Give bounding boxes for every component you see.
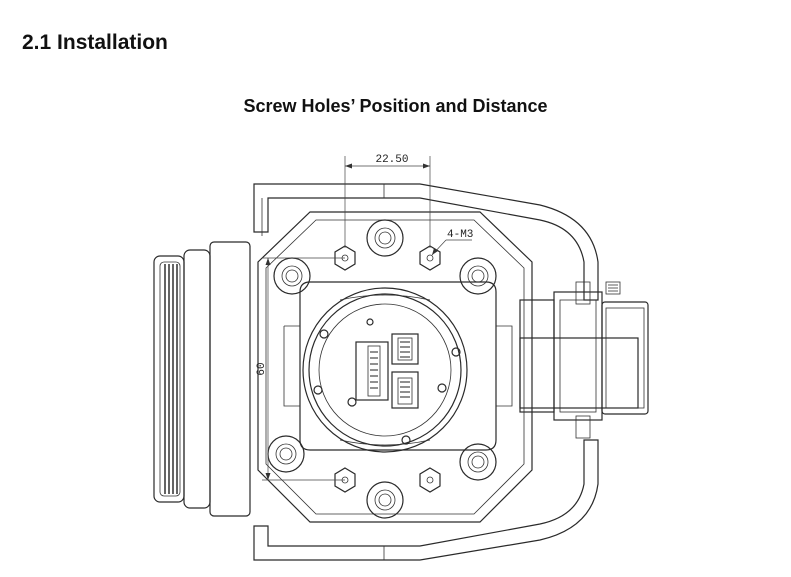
boss-top-right — [459, 257, 497, 295]
mounting-plate — [257, 211, 533, 523]
lens-barrel — [153, 241, 251, 517]
figure-title: Screw Holes’ Position and Distance — [243, 96, 548, 116]
hex-hole-bottom-right — [419, 467, 441, 493]
dimension-22-50-label: 22.50 — [375, 154, 408, 166]
dimension-60-label: 60 — [256, 362, 268, 375]
mounting-bosses — [267, 219, 497, 519]
m3-screw-holes — [334, 245, 441, 493]
lower-arm — [253, 439, 599, 561]
central-ring — [302, 287, 468, 453]
hole-callout: 4-M3 — [431, 229, 473, 256]
boss-bottom-left — [267, 435, 305, 473]
hex-hole-top-right — [419, 245, 441, 271]
boss-bottom-center — [366, 481, 404, 519]
boss-top-center — [366, 219, 404, 257]
right-arm-motor — [519, 281, 649, 439]
dimension-vertical: 60 — [256, 257, 345, 481]
boss-bottom-right — [459, 443, 497, 481]
boss-top-left — [273, 257, 311, 295]
callout-4-m3-label: 4-M3 — [447, 229, 473, 241]
section-title: 2.1 Installation — [22, 31, 168, 54]
connectors — [355, 333, 419, 409]
dimension-horizontal: 22.50 — [344, 154, 431, 248]
